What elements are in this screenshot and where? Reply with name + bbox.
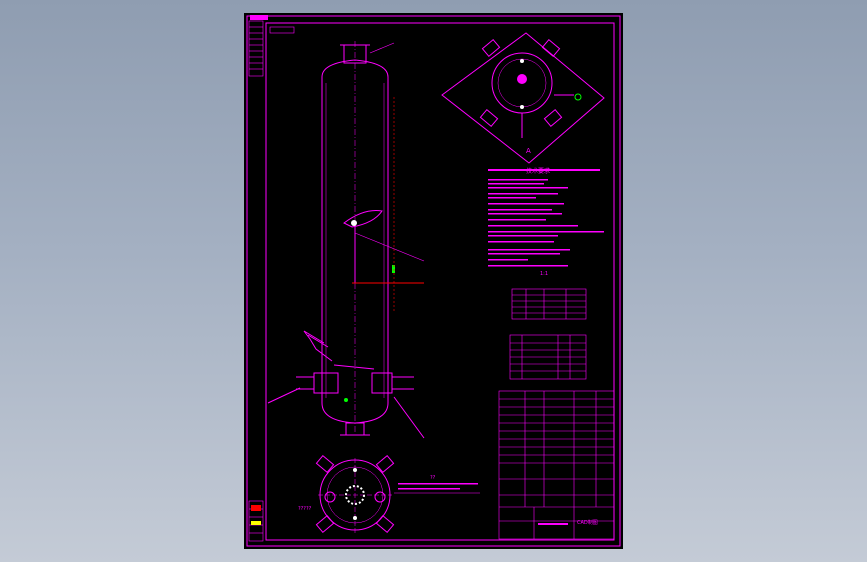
technical-notes: 技术要求 1:1 — [488, 167, 604, 277]
revision-mark-yellow — [251, 521, 261, 525]
top-view — [441, 32, 605, 164]
leader-line-1 — [354, 232, 425, 262]
bottom-note-2 — [398, 488, 460, 490]
title-block-text — [538, 523, 568, 525]
parts-table — [509, 334, 587, 380]
top-view-marker-3 — [574, 93, 582, 101]
top-view-center-nozzle — [517, 74, 527, 84]
vessel-elevation — [267, 41, 425, 439]
bottom-annotation: ?? — [430, 475, 436, 481]
top-view-marker-1 — [520, 59, 524, 63]
leader-line-2 — [369, 42, 395, 54]
outer-border — [246, 15, 621, 547]
stamp-box — [269, 26, 295, 34]
top-view-marker-2 — [520, 105, 524, 109]
bottom-marker-1 — [353, 468, 357, 472]
bottom-bolt-circle — [345, 485, 365, 505]
level-marker — [392, 265, 395, 273]
revision-mark-red — [251, 505, 261, 511]
cad-drawing: A 技术要求 1:1 — [246, 15, 621, 547]
scale-text: 1:1 — [540, 271, 548, 277]
bom-table — [498, 390, 615, 540]
sheet-tag — [250, 15, 268, 20]
manhole-marker — [351, 220, 357, 226]
title-block-label: CAD制图 — [577, 519, 598, 526]
bottom-note-1 — [398, 483, 478, 485]
drawing-sheet: A 技术要求 1:1 — [244, 13, 623, 549]
bottom-plan-view — [315, 454, 395, 534]
top-view-label: A — [526, 147, 531, 155]
drain-marker — [344, 398, 348, 402]
left-revision-strip — [248, 20, 264, 542]
bottom-marker-2 — [353, 516, 357, 520]
nozzle-table — [511, 288, 587, 320]
bottom-left-annotation: ????? — [298, 506, 312, 512]
inner-border — [265, 22, 615, 541]
